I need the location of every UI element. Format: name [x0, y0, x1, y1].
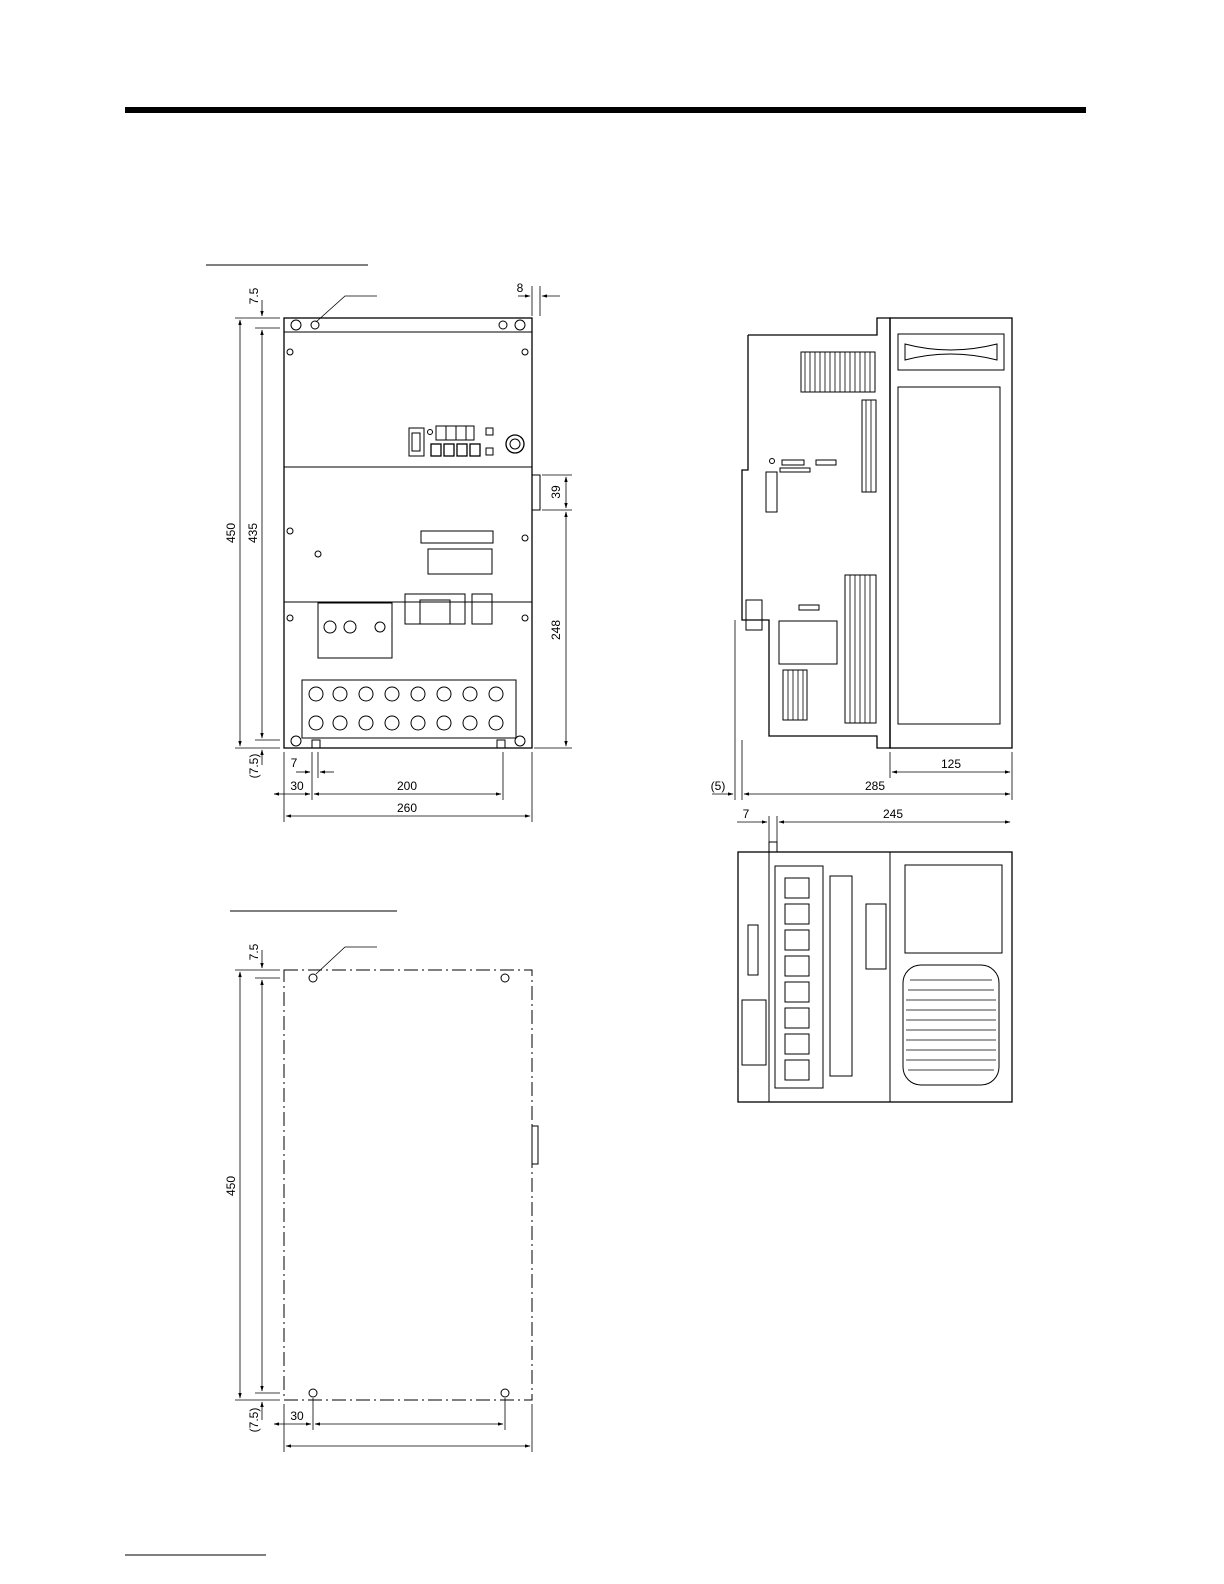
dim-mount-height-total: 450 — [224, 1176, 238, 1196]
dim-side-offset: 8 — [517, 281, 524, 295]
dim-hole-pitch: 200 — [397, 779, 417, 793]
knob-icon — [506, 435, 524, 453]
front-body-outline — [284, 318, 532, 748]
dim-bottom-depth: 245 — [883, 807, 903, 821]
dim-back-offset: (5) — [711, 779, 726, 793]
dim-lower-height: 248 — [549, 620, 563, 640]
terminal-screws — [309, 687, 503, 730]
side-fan-cover — [890, 318, 1012, 748]
dim-bottom-margin: (7.5) — [247, 754, 261, 779]
dim-width-total: 260 — [397, 801, 417, 815]
dim-left-offset: 30 — [290, 779, 304, 793]
bottom-view: 7 245 — [737, 807, 1012, 1102]
side-view: 125 (5) 285 — [711, 318, 1012, 800]
front-top-flange — [284, 318, 532, 332]
side-vents — [783, 352, 876, 723]
dim-height-total: 450 — [224, 523, 238, 543]
side-body-outline — [742, 318, 890, 748]
side-connector — [532, 475, 540, 510]
bottom-vent-grid — [905, 865, 1002, 953]
display-connector — [409, 428, 424, 456]
dim-mount-bottom-margin: (7.5) — [247, 1408, 261, 1433]
led-display — [436, 426, 474, 440]
front-view: 7.5 8 450 435 39 248 (7.5) 7 30 200 260 — [224, 281, 572, 822]
dim-conn-height: 39 — [549, 485, 563, 499]
dim-mount-left-offset: 30 — [290, 1409, 304, 1423]
mount-hole-icon — [309, 974, 317, 982]
vent-slats — [788, 352, 871, 723]
dim-depth-front: 125 — [941, 757, 961, 771]
dim-hole-size: 7 — [291, 756, 298, 770]
bottom-terminal-strip — [775, 866, 823, 1088]
dim-height-mount: 435 — [246, 523, 260, 543]
dim-mount-top-margin: 7.5 — [247, 943, 261, 960]
terminal-block-main — [302, 680, 516, 738]
bottom-body-outline — [738, 852, 1012, 1102]
mounting-view: 7.5 450 (7.5) 30 — [224, 943, 538, 1452]
dim-top-margin: 7.5 — [247, 287, 261, 304]
dim-bottom-hole-size: 7 — [743, 807, 750, 821]
dim-depth-total: 285 — [865, 779, 885, 793]
fan-grille — [903, 965, 999, 1085]
screw-icon — [291, 320, 301, 330]
mounting-outline — [284, 970, 532, 1400]
